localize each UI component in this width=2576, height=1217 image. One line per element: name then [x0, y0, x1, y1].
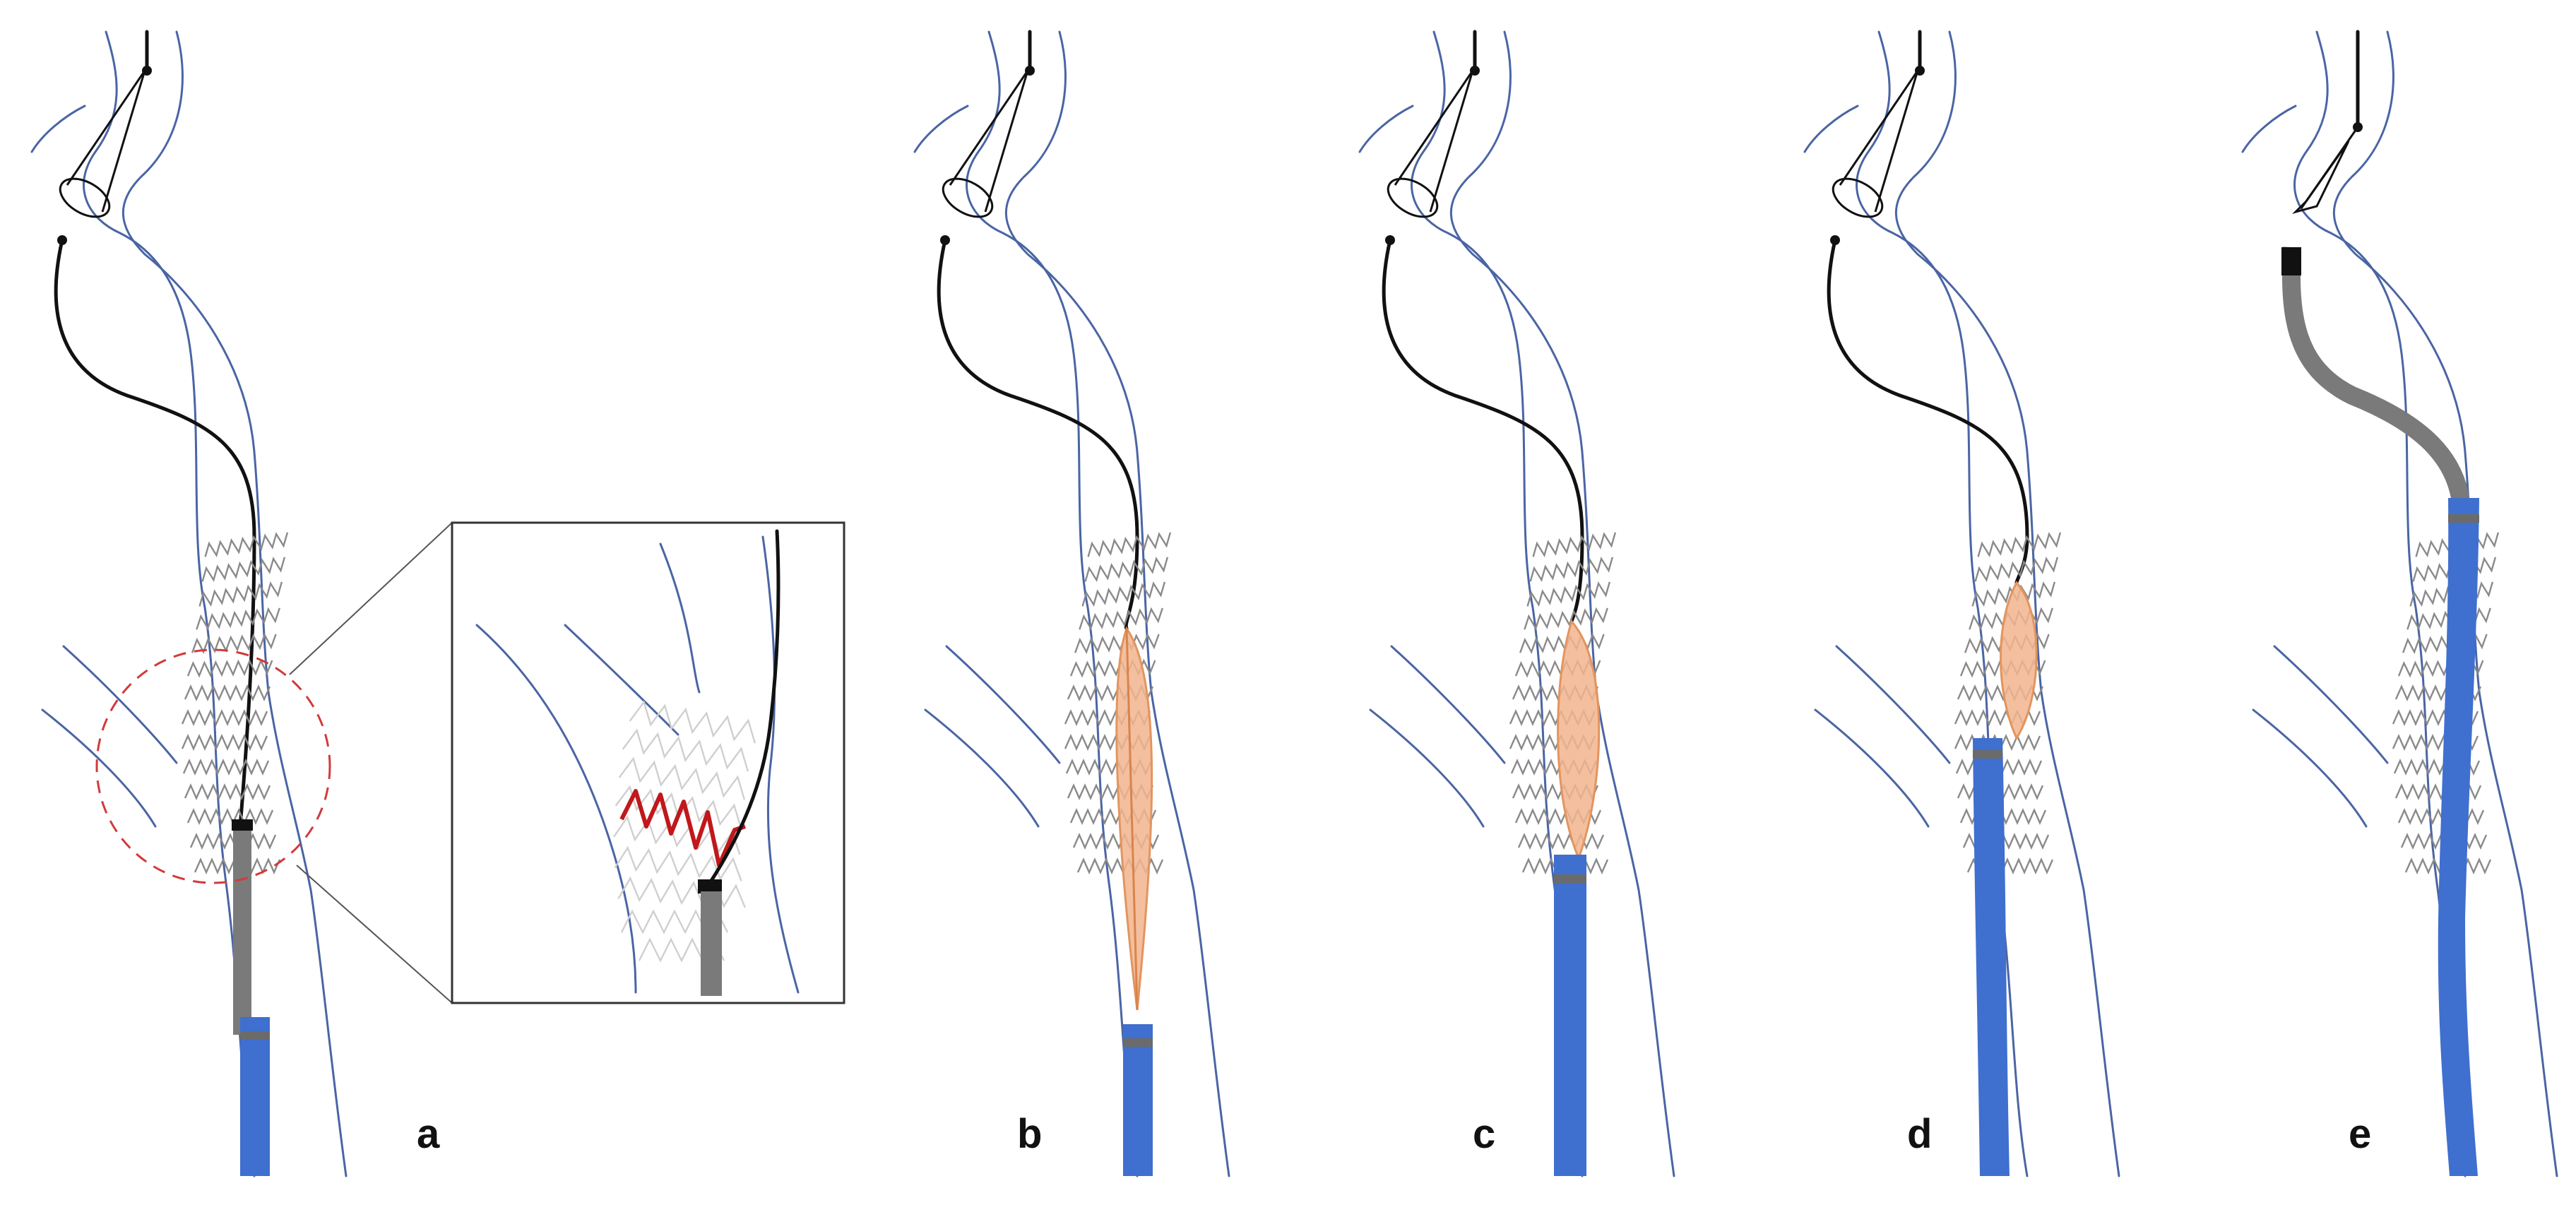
guidewire [54, 30, 256, 829]
embolic-protection-filter-icon [1385, 66, 1480, 245]
embolic-protection-filter-icon [1830, 66, 1925, 245]
vessel-wall [30, 30, 348, 1177]
panel-d: d [1803, 30, 2120, 1177]
sheath [2438, 498, 2479, 1176]
panel-e: e [2241, 30, 2558, 1177]
stent-strut-highlight [619, 789, 746, 867]
panel-label-a: a [417, 1111, 440, 1157]
balloon-icon [1115, 626, 1153, 1011]
callout-circle [95, 648, 331, 884]
inner-catheter [2281, 247, 2471, 510]
guidewire [1827, 30, 2029, 585]
embolic-protection-filter-icon [2291, 30, 2363, 214]
panel-a: a [30, 30, 845, 1177]
vessel-wall [2241, 30, 2558, 1177]
sheath [1973, 738, 2010, 1176]
inner-catheter [233, 823, 251, 1035]
embolic-protection-filter-icon [57, 66, 152, 245]
inset-detail [451, 521, 845, 1004]
balloon-icon [2000, 581, 2038, 741]
embolic-protection-filter-icon [940, 66, 1035, 245]
sheath [240, 1017, 270, 1176]
panel-label-c: c [1473, 1111, 1495, 1157]
inner-catheter [701, 891, 722, 996]
panel-c: c [1358, 30, 1675, 1177]
stent-mesh-icon [613, 700, 756, 963]
panel-label-b: b [1017, 1111, 1042, 1157]
panel-b: b [913, 30, 1230, 1177]
vessel-wall [913, 30, 1230, 1177]
vessel-wall [1803, 30, 2120, 1177]
guidewire [1382, 30, 1584, 624]
vessel-wall [1358, 30, 1675, 1177]
panel-label-e: e [2349, 1111, 2371, 1157]
catheter-tip [232, 819, 253, 831]
guidewire [937, 30, 1139, 631]
sheath [1554, 855, 1586, 1176]
sheath [1123, 1024, 1153, 1176]
panel-label-d: d [1907, 1111, 1932, 1157]
